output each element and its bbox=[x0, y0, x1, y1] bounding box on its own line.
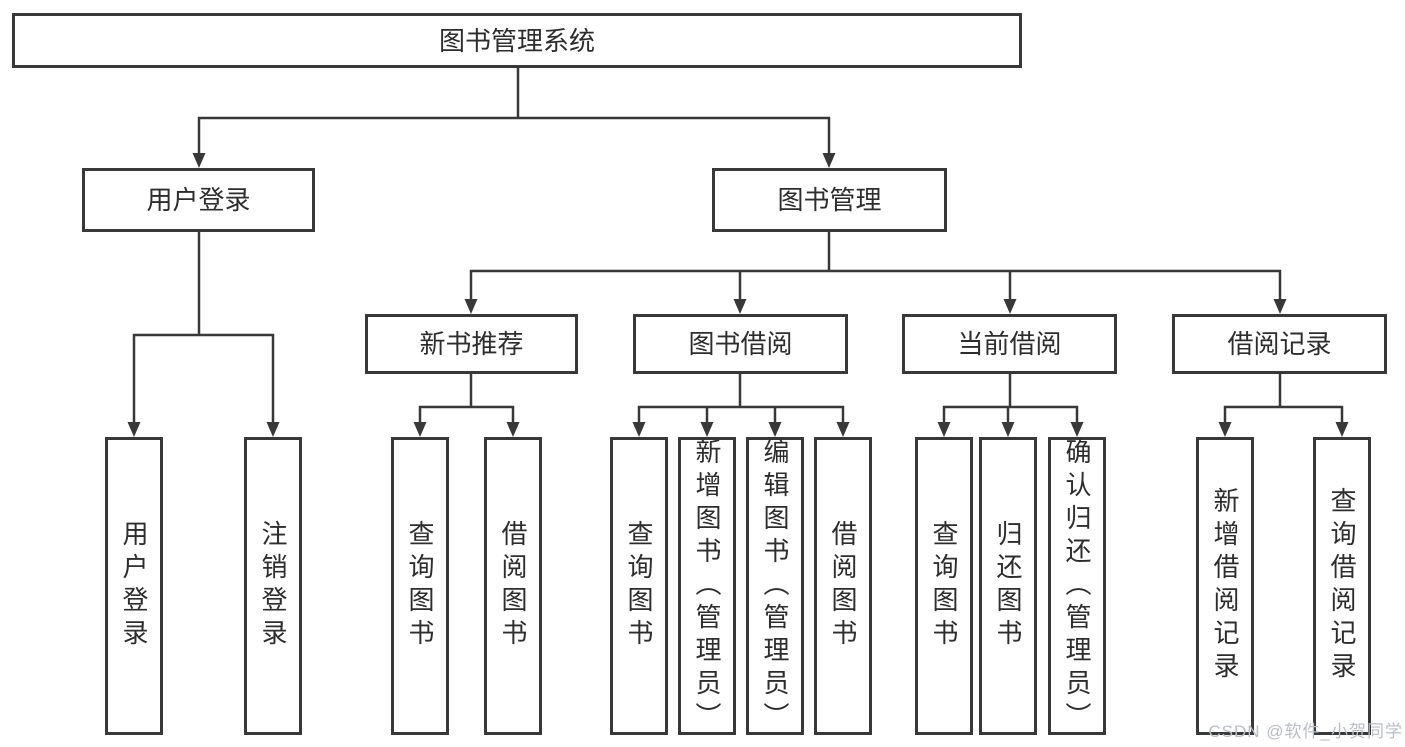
leaf-user-login: 用户登录 bbox=[105, 437, 163, 735]
node-new-book-recommend: 新书推荐 bbox=[365, 314, 578, 374]
leaf-borrow-query: 查询图书 bbox=[610, 437, 668, 735]
node-label: 编辑图书（管理员） bbox=[760, 437, 790, 735]
node-book-management: 图书管理 bbox=[712, 168, 947, 232]
node-label: 用户登录 bbox=[146, 185, 251, 215]
node-label: 确认归还（管理员） bbox=[1062, 437, 1092, 735]
node-label: 借阅图书 bbox=[828, 520, 858, 652]
node-label: 新增借阅记录 bbox=[1210, 487, 1240, 685]
leaf-logout: 注销登录 bbox=[244, 437, 302, 735]
leaf-current-return: 归还图书 bbox=[979, 437, 1037, 735]
node-label: 图书借阅 bbox=[688, 329, 793, 359]
node-label: 图书管理 bbox=[777, 185, 882, 215]
node-current-borrow: 当前借阅 bbox=[902, 314, 1117, 374]
leaf-record-query: 查询借阅记录 bbox=[1313, 437, 1371, 735]
node-label: 图书管理系统 bbox=[438, 25, 595, 56]
node-label: 当前借阅 bbox=[957, 329, 1062, 359]
leaf-borrow-book: 借阅图书 bbox=[814, 437, 872, 735]
node-book-borrow: 图书借阅 bbox=[633, 314, 848, 374]
node-label: 注销登录 bbox=[258, 520, 288, 652]
node-label: 查询图书 bbox=[405, 520, 435, 652]
leaf-borrow-add-admin: 新增图书（管理员） bbox=[678, 437, 736, 735]
leaf-newbook-query: 查询图书 bbox=[391, 437, 449, 735]
node-label: 新增图书（管理员） bbox=[692, 437, 722, 735]
node-label: 新书推荐 bbox=[419, 329, 524, 359]
node-label: 用户登录 bbox=[119, 520, 149, 652]
node-label: 借阅图书 bbox=[498, 520, 528, 652]
node-label: 归还图书 bbox=[993, 520, 1023, 652]
node-label: 查询图书 bbox=[624, 520, 654, 652]
node-label: 查询图书 bbox=[929, 520, 959, 652]
leaf-current-confirm-admin: 确认归还（管理员） bbox=[1048, 437, 1106, 735]
node-label: 查询借阅记录 bbox=[1327, 487, 1357, 685]
node-label: 借阅记录 bbox=[1227, 329, 1332, 359]
node-user-login: 用户登录 bbox=[82, 168, 315, 232]
leaf-current-query: 查询图书 bbox=[915, 437, 973, 735]
leaf-newbook-borrow: 借阅图书 bbox=[484, 437, 542, 735]
node-borrow-record: 借阅记录 bbox=[1172, 314, 1387, 374]
leaf-record-add: 新增借阅记录 bbox=[1196, 437, 1254, 735]
node-root: 图书管理系统 bbox=[12, 13, 1022, 68]
leaf-borrow-edit-admin: 编辑图书（管理员） bbox=[746, 437, 804, 735]
watermark: CSDN @软件_小贺同学 bbox=[1208, 722, 1403, 741]
